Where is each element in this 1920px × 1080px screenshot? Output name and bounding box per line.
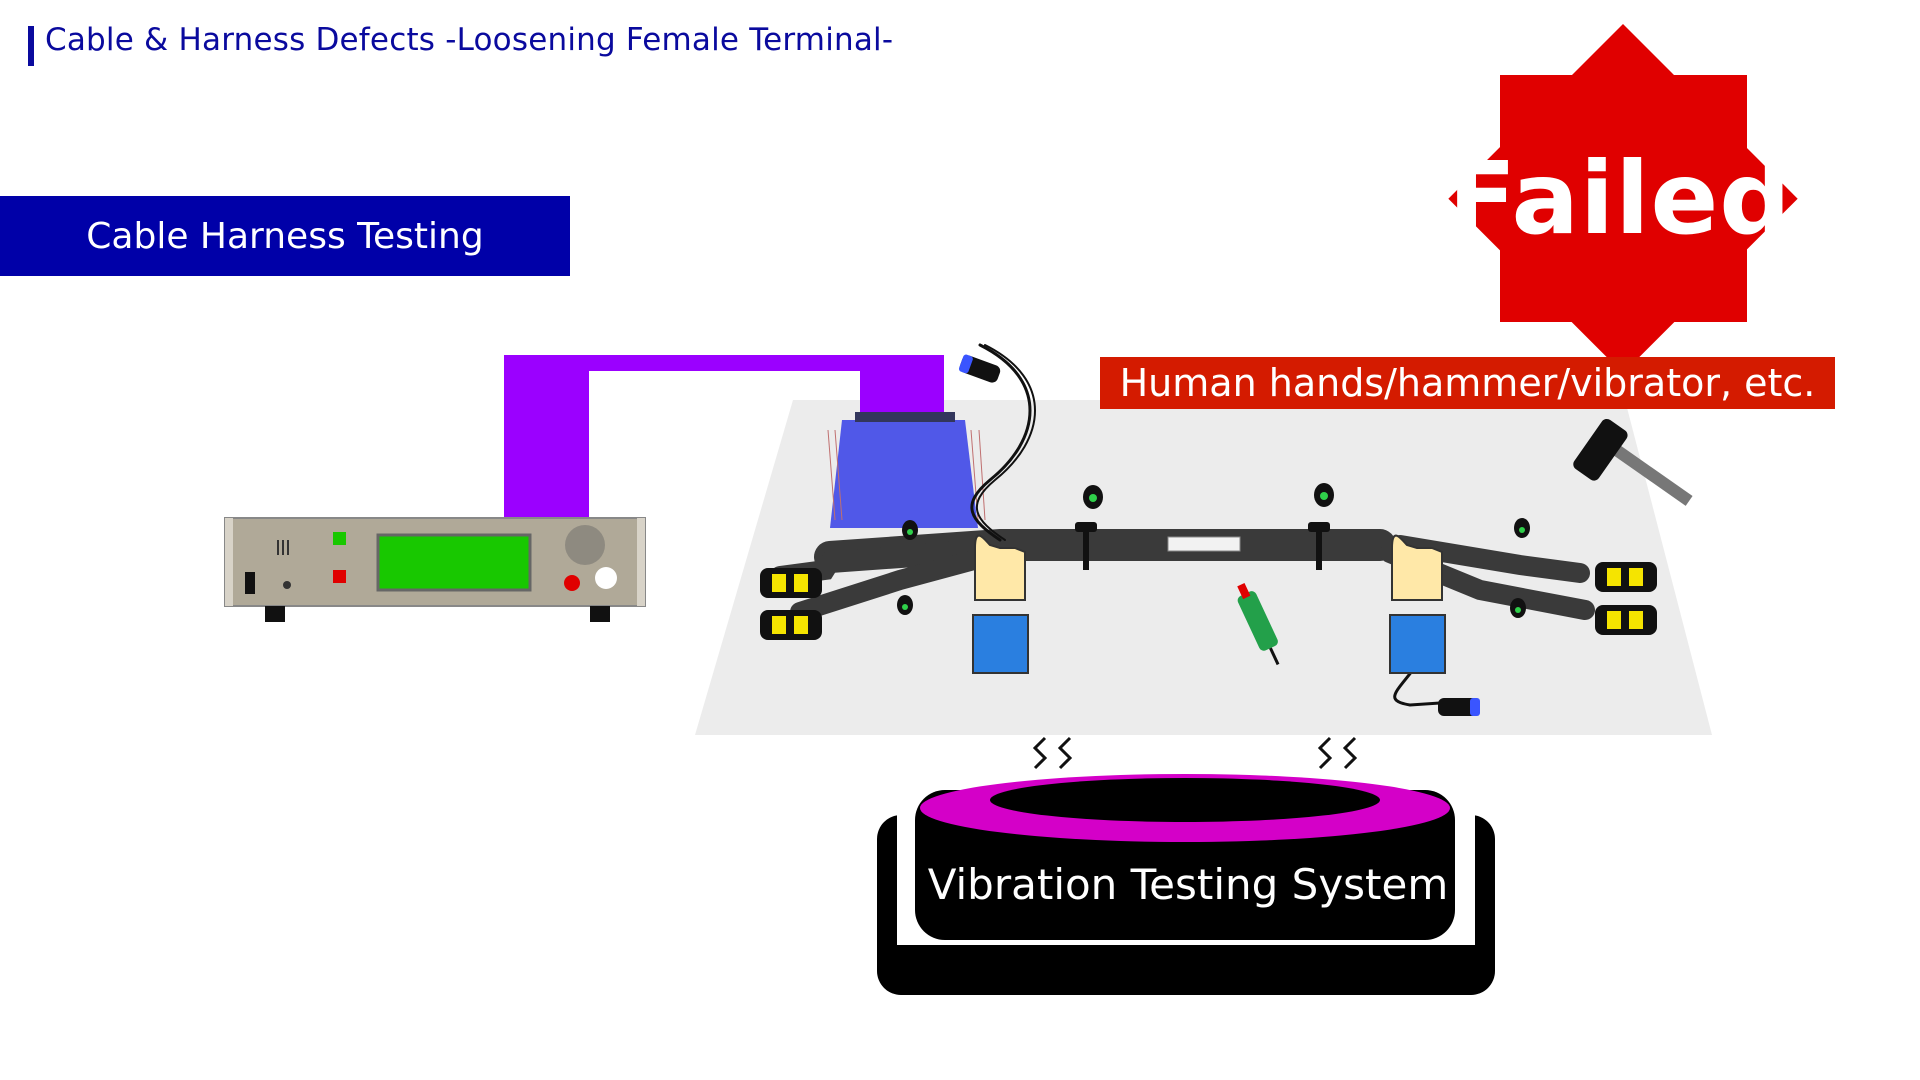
section-label: Cable Harness Testing: [0, 196, 570, 276]
purple-adapter-cable: [504, 355, 944, 520]
vibration-testing-system: [877, 774, 1495, 995]
vibration-system-label: Vibration Testing System: [927, 860, 1449, 909]
harness-tester-device: [224, 517, 646, 622]
hammer-icon: [1573, 418, 1693, 506]
vibration-wave-icons: [1032, 736, 1358, 770]
title-accent-bar: [28, 26, 34, 66]
harness-connectors: [760, 562, 1657, 640]
failed-badge: [1448, 24, 1798, 374]
hands-label: Human hands/hammer/vibrator, etc.: [1100, 357, 1835, 409]
tester-screen: [376, 533, 532, 592]
page-title: Cable & Harness Defects -Loosening Femal…: [45, 22, 894, 58]
left-hand-icon: [972, 534, 1029, 674]
probe-icon: [958, 354, 1480, 716]
terminal-tool-icon: [1237, 582, 1280, 666]
knob-icon: [565, 525, 605, 565]
harness-label-plate: [1167, 536, 1241, 552]
right-hand-icon: [1389, 534, 1446, 674]
harness-clips: [897, 483, 1530, 618]
status-badge: Failed: [1448, 140, 1792, 257]
test-connector-block: [827, 412, 986, 528]
